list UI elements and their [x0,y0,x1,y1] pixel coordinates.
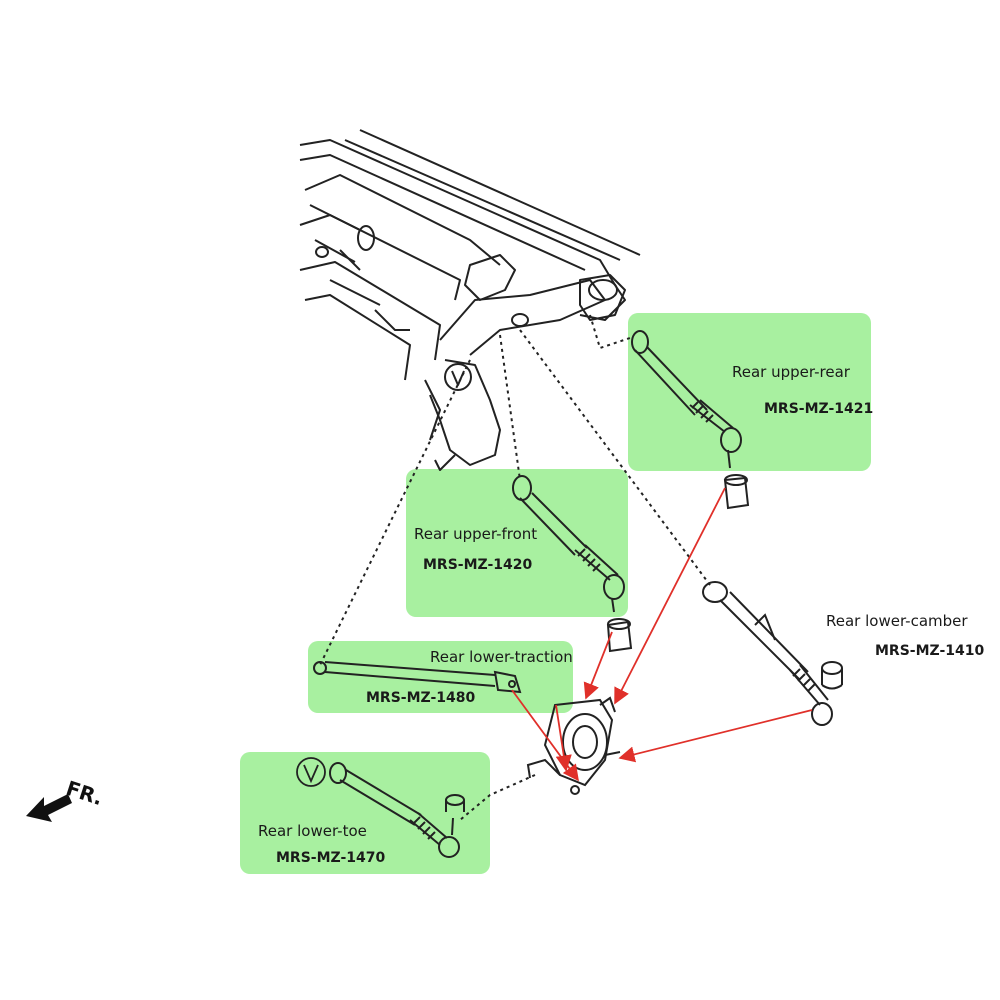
label-lower-toe-name: Rear lower-toe [258,822,367,840]
lower-toe-arm [329,762,460,858]
upper-rear-arm [631,330,742,469]
label-upper-rear-name: Rear upper-rear [732,363,850,381]
label-lower-camber-code: MRS-MZ-1410 [875,643,985,659]
callout-lower-toe [240,752,490,874]
label-lower-camber-name: Rear lower-camber [826,612,968,630]
rear-subframe [299,129,641,471]
callout-upper-rear [628,313,871,471]
fitment-arrows [511,487,813,782]
rear-knuckle [526,696,621,795]
callout-lower-traction [308,641,573,713]
assembly-guide-lines [319,314,711,821]
upper-front-arm [512,475,625,613]
label-upper-front-code: MRS-MZ-1420 [423,557,533,573]
front-direction-arrow-icon [26,794,72,822]
label-upper-rear-code: MRS-MZ-1421 [764,401,874,417]
label-lower-toe-code: MRS-MZ-1470 [276,850,386,866]
label-lower-traction-name: Rear lower-traction [430,648,573,666]
bushings [445,474,843,812]
callout-upper-front [406,469,628,617]
label-upper-front-name: Rear upper-front [414,525,538,543]
label-lower-traction-code: MRS-MZ-1480 [366,690,476,706]
lower-camber-arm [702,581,833,726]
v-mark-icon [296,757,326,787]
lower-traction-arm [313,661,522,694]
